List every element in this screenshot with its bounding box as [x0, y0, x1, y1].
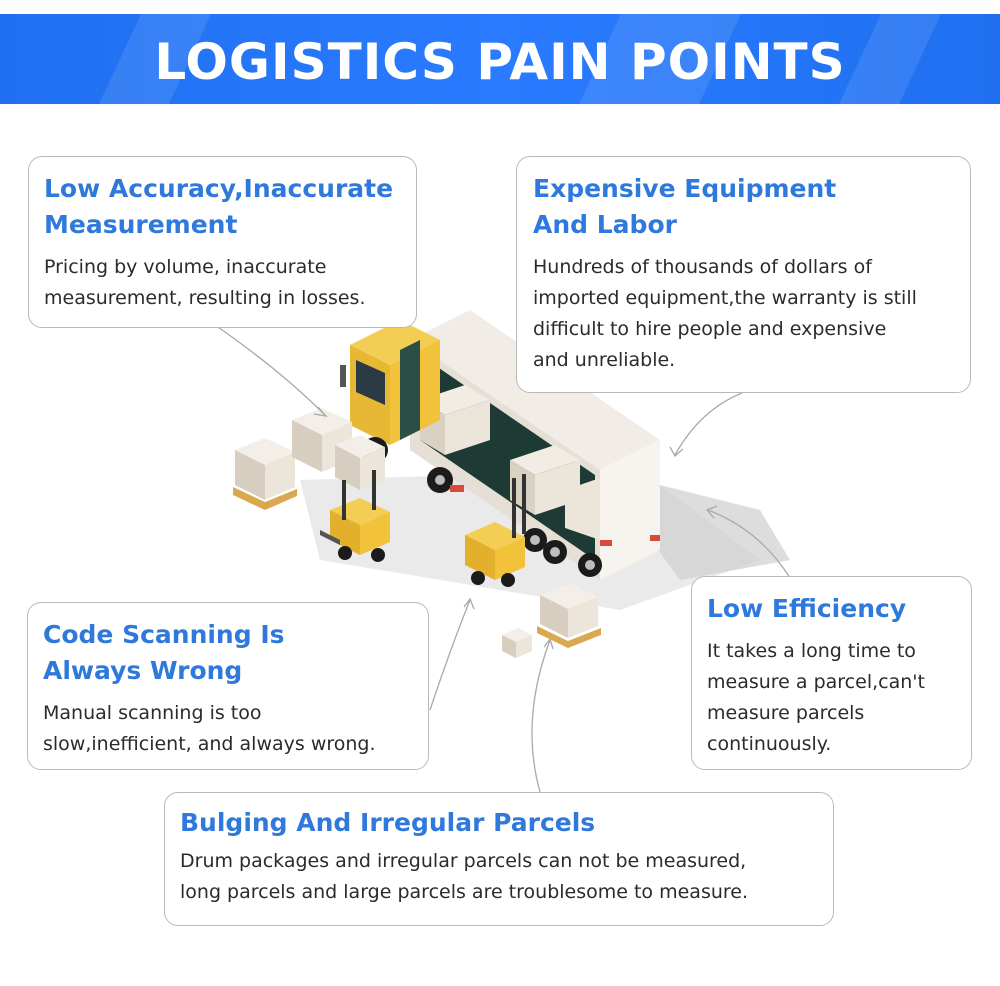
card-body-line: Manual scanning is too: [43, 702, 262, 724]
parcel-stacks-graphic: [233, 408, 601, 658]
card-body: Manual scanning is too slow,inefficient,…: [43, 698, 418, 760]
card-body-line: slow,inefficient, and always wrong.: [43, 733, 376, 755]
card-body: It takes a long time to measure a parcel…: [707, 636, 961, 760]
connector-arrows: [214, 324, 791, 793]
card-title: Low Accuracy,Inaccurate Measurement: [44, 171, 406, 243]
card-body: Pricing by volume, inaccurate measuremen…: [44, 252, 406, 314]
card-body-line: long parcels and large parcels are troub…: [180, 881, 749, 903]
card-title-line: Bulging And Irregular Parcels: [180, 808, 596, 837]
card-title-line: Code Scanning Is: [43, 620, 285, 649]
card-body-line: Hundreds of thousands of dollars of: [533, 256, 872, 278]
card-expensive-equipment: Expensive Equipment And Labor Hundreds o…: [516, 156, 971, 393]
card-title-line: Expensive Equipment: [533, 174, 837, 203]
card-low-accuracy: Low Accuracy,Inaccurate Measurement Pric…: [28, 156, 417, 328]
card-irregular-parcels: Bulging And Irregular Parcels Drum packa…: [164, 792, 834, 926]
card-title: Code Scanning Is Always Wrong: [43, 617, 418, 689]
card-body-line: measure a parcel,can't: [707, 671, 925, 693]
forklift-graphic-2: [465, 474, 526, 587]
truck-cab-graphic: [340, 320, 464, 493]
card-body-line: It takes a long time to: [707, 640, 916, 662]
card-body-line: continuously.: [707, 733, 832, 755]
card-body-line: measure parcels: [707, 702, 865, 724]
card-body-line: and unreliable.: [533, 349, 676, 371]
card-title-line: Measurement: [44, 210, 238, 239]
card-title: Expensive Equipment And Labor: [533, 171, 960, 243]
card-body-line: imported equipment,the warranty is still: [533, 287, 917, 309]
forklift-graphic: [320, 470, 390, 562]
card-title-line: Always Wrong: [43, 656, 243, 685]
title-banner: LOGISTICS PAIN POINTS: [0, 14, 1000, 104]
card-title-line: And Labor: [533, 210, 677, 239]
card-title: Bulging And Irregular Parcels: [180, 805, 823, 841]
page-title: LOGISTICS PAIN POINTS: [154, 33, 846, 91]
card-body: Drum packages and irregular parcels can …: [180, 846, 823, 908]
card-title: Low Efficiency: [707, 591, 961, 627]
card-body-line: difficult to hire people and expensive: [533, 318, 887, 340]
card-title-line: Low Efficiency: [707, 594, 907, 623]
card-code-scanning: Code Scanning Is Always Wrong Manual sca…: [27, 602, 429, 770]
card-body-line: Drum packages and irregular parcels can …: [180, 850, 747, 872]
card-low-efficiency: Low Efficiency It takes a long time to m…: [691, 576, 972, 770]
card-body: Hundreds of thousands of dollars of impo…: [533, 252, 960, 376]
card-title-line: Low Accuracy,Inaccurate: [44, 174, 394, 203]
card-body-line: Pricing by volume, inaccurate: [44, 256, 327, 278]
card-body-line: measurement, resulting in losses.: [44, 287, 366, 309]
